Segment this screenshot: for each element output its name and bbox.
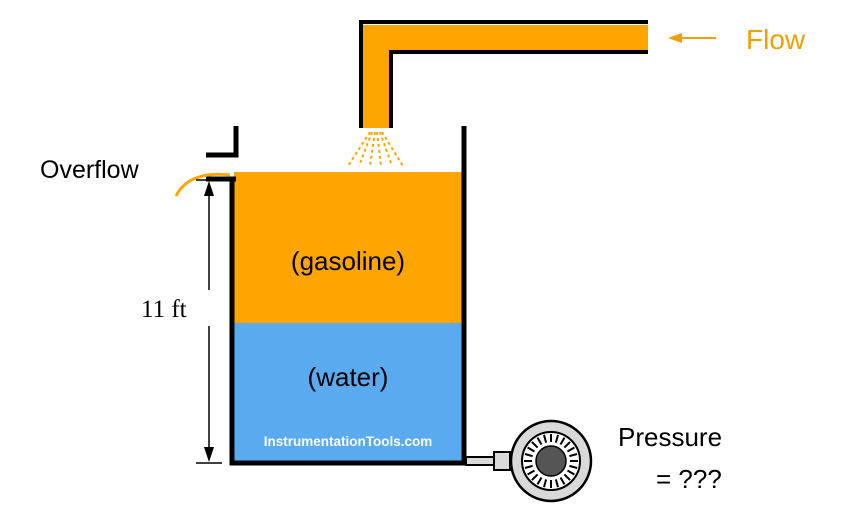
- spray-lines: [347, 131, 404, 167]
- overflow-label: Overflow: [40, 156, 140, 184]
- gauge-tick: [563, 473, 571, 481]
- inflow-pipe: [359, 20, 648, 128]
- inflow-pipe-wall-inner: [389, 50, 648, 128]
- tank-wall-main: [229, 126, 467, 466]
- spray-line: [347, 131, 371, 167]
- gauge-center: [535, 445, 567, 477]
- gauge-tick: [554, 479, 559, 488]
- water-label: (water): [308, 362, 389, 392]
- spray-line: [369, 131, 376, 167]
- spray-line: [376, 131, 382, 167]
- pressure-value-label: = ???: [656, 464, 722, 494]
- height-label: 11 ft: [141, 296, 187, 323]
- gasoline-label: (gasoline): [291, 246, 405, 276]
- pressure-gauge: [509, 419, 593, 503]
- gauge-tick: [536, 476, 543, 485]
- flow-label: Flow: [746, 24, 806, 55]
- gauge-tick: [569, 453, 578, 458]
- gauge-tick: [527, 469, 536, 476]
- pressure-label: Pressure: [618, 422, 722, 452]
- gauge-tick: [531, 473, 539, 481]
- dimension-arrow-up: [204, 181, 214, 196]
- gauge-tick: [536, 437, 543, 446]
- water-layer: [234, 323, 462, 461]
- gauge-tick: [524, 453, 533, 458]
- gauge-tick: [531, 441, 539, 449]
- height-dimension: [196, 179, 222, 464]
- gauge-tick: [569, 464, 578, 469]
- gauge-connector-fitting: [493, 451, 511, 471]
- gasoline-layer: [234, 172, 462, 323]
- inflow-pipe-liquid: [360, 25, 648, 128]
- gauge-tick: [524, 464, 533, 469]
- dimension-arrow-down: [204, 447, 214, 462]
- gauge-tick-marks: [524, 434, 578, 488]
- spray-line: [358, 131, 373, 167]
- gauge-tick: [543, 434, 548, 443]
- gauge-tick: [559, 437, 566, 446]
- overflow-lip-upper: [206, 126, 239, 158]
- gauge-connector-pipe: [465, 456, 496, 466]
- gauge-tick: [527, 446, 536, 453]
- spray-line: [379, 131, 393, 167]
- gauge-tick: [566, 469, 575, 476]
- gauge-tick: [559, 476, 566, 485]
- gauge-tick: [566, 446, 575, 453]
- watermark: InstrumentationTools.com: [264, 434, 433, 449]
- overflow-stream: [174, 172, 231, 197]
- gauge-tick: [554, 434, 559, 443]
- spray-line: [381, 131, 404, 167]
- tank-walls: [206, 126, 467, 466]
- inflow-pipe-wall-outer: [359, 20, 648, 128]
- gauge-tick: [543, 479, 548, 488]
- flow-arrow-head: [668, 33, 682, 43]
- gauge-tick: [563, 441, 571, 449]
